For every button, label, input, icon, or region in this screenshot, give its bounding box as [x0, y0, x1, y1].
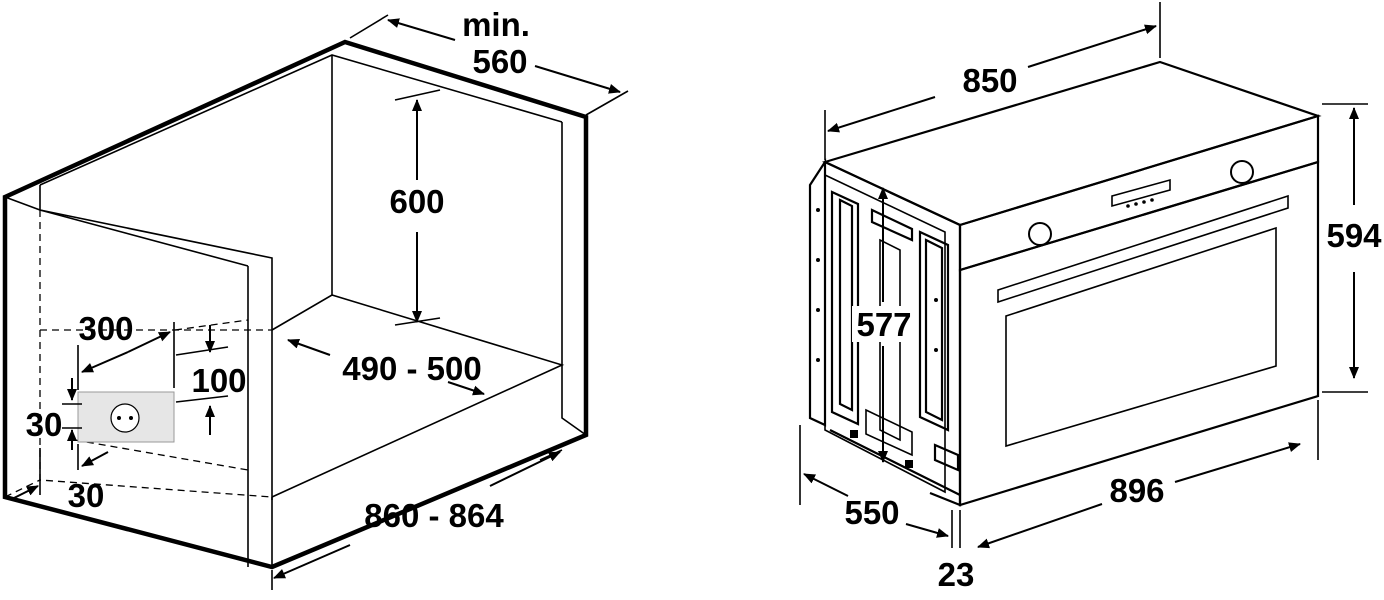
cabinet-drawing: min. 560 600 490 - 500 860 - 864 300 100 — [2, 6, 629, 590]
left-knob-icon — [1028, 222, 1052, 246]
display-panel — [1111, 178, 1171, 208]
socket-width-value: 300 — [78, 310, 133, 347]
oven-inner-height-value: 577 — [856, 306, 911, 343]
cabinet-inner-depth-value: 490 - 500 — [342, 350, 481, 387]
socket-height-value: 100 — [191, 362, 246, 399]
cabinet-depth-min-value: 560 — [472, 43, 527, 80]
oven-height-value: 594 — [1326, 217, 1382, 254]
right-knob-icon — [1230, 160, 1254, 184]
socket-outlet — [77, 391, 175, 443]
oven-depth-value: 550 — [844, 494, 899, 531]
socket-offset-vertical-value: 30 — [26, 406, 63, 443]
oven-drawing: 850 594 577 550 896 23 — [799, 2, 1382, 593]
oven-front-width-value: 896 — [1109, 472, 1164, 509]
cabinet-width-value: 860 - 864 — [364, 497, 504, 534]
cabinet-depth-min-label: min. — [462, 6, 530, 43]
oven-front-thickness-value: 23 — [938, 556, 975, 593]
cabinet-height-value: 600 — [389, 183, 444, 220]
socket-offset-side-value: 30 — [68, 477, 105, 514]
socket-icon — [110, 403, 140, 433]
oven-width-top-value: 850 — [962, 62, 1017, 99]
